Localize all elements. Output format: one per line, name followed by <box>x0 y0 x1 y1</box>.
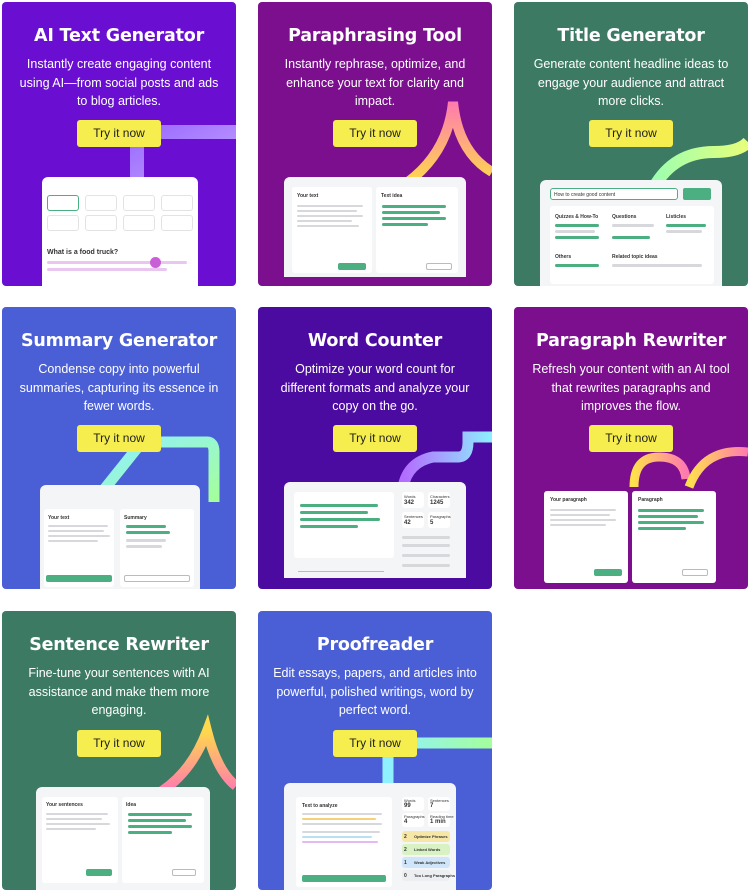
try-it-now-button[interactable]: Try it now <box>77 425 161 452</box>
try-it-now-button[interactable]: Try it now <box>589 120 673 147</box>
card-description: Refresh your content with an AI tool tha… <box>532 362 730 413</box>
try-it-now-button[interactable]: Try it now <box>333 425 417 452</box>
card-description: Condense copy into powerful summaries, c… <box>19 362 219 413</box>
card-paraphrasing-tool[interactable]: Paraphrasing Tool Instantly rephrase, op… <box>258 2 492 286</box>
try-it-now-button[interactable]: Try it now <box>333 120 417 147</box>
card-title-generator[interactable]: Title Generator Generate content headlin… <box>514 2 748 286</box>
card-title: Paragraph Rewriter <box>535 331 727 351</box>
try-it-now-button[interactable]: Try it now <box>77 730 161 757</box>
card-description: Instantly rephrase, optimize, and enhanc… <box>284 57 466 108</box>
card-word-counter[interactable]: Word Counter Optimize your word count fo… <box>258 307 492 589</box>
card-description: Instantly create engaging content using … <box>19 57 219 108</box>
mock-preview: Your paragraph Paragraph <box>544 485 718 589</box>
card-ai-text-generator[interactable]: AI Text Generator Instantly create engag… <box>2 2 236 286</box>
card-title: AI Text Generator <box>34 26 204 46</box>
card-sentence-rewriter[interactable]: Sentence Rewriter Fine-tune your sentenc… <box>2 611 236 890</box>
mock-preview: Your text Text idea <box>284 177 466 277</box>
card-description: Optimize your word count for different f… <box>280 362 470 413</box>
mock-preview: Your text Summary <box>40 485 200 589</box>
mock-preview: Your sentences Idea <box>36 787 210 890</box>
mock-preview: What is a food truck? <box>42 177 198 286</box>
card-proofreader[interactable]: Proofreader Edit essays, papers, and art… <box>258 611 492 890</box>
card-summary-generator[interactable]: Summary Generator Condense copy into pow… <box>2 307 236 589</box>
mock-prompt-text: What is a food truck? <box>47 249 119 256</box>
try-it-now-button[interactable]: Try it now <box>589 425 673 452</box>
card-title: Word Counter <box>307 331 443 351</box>
card-title: Sentence Rewriter <box>29 635 209 655</box>
card-description: Edit essays, papers, and articles into p… <box>273 666 477 717</box>
try-it-now-button[interactable]: Try it now <box>333 730 417 757</box>
card-title: Proofreader <box>316 635 434 655</box>
card-title: Summary Generator <box>20 331 218 351</box>
card-title: Title Generator <box>557 26 705 46</box>
mock-preview: How to create good content Quizzes & How… <box>540 180 722 286</box>
card-description: Fine-tune your sentences with AI assista… <box>28 666 210 717</box>
card-paragraph-rewriter[interactable]: Paragraph Rewriter Refresh your content … <box>514 307 748 589</box>
card-description: Generate content headline ideas to engag… <box>533 57 729 108</box>
card-title: Paraphrasing Tool <box>288 26 462 46</box>
try-it-now-button[interactable]: Try it now <box>77 120 161 147</box>
